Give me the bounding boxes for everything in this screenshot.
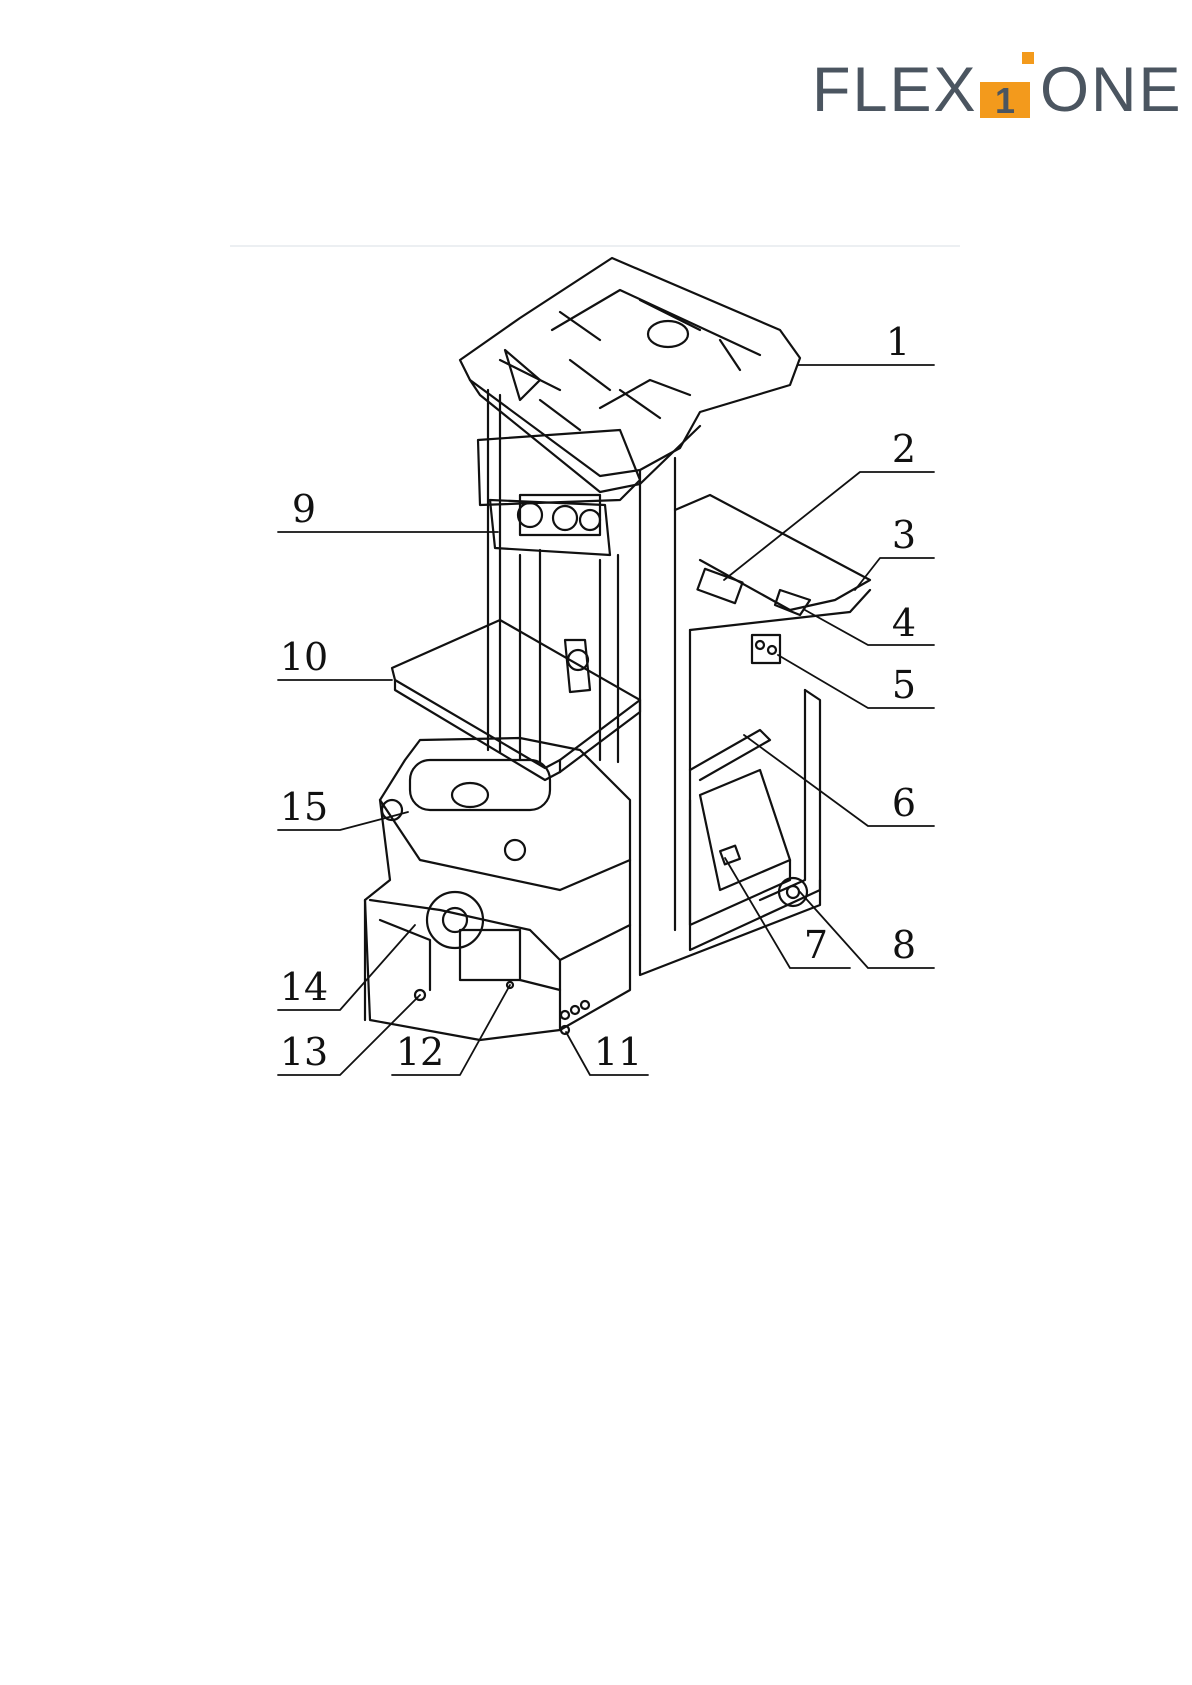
callout-10: 10 xyxy=(280,635,328,679)
callout-5: 5 xyxy=(892,663,916,707)
leader-lines xyxy=(278,365,934,1075)
callout-4: 4 xyxy=(892,601,916,645)
callout-3: 3 xyxy=(892,513,916,557)
callout-12: 12 xyxy=(396,1030,444,1074)
callout-8: 8 xyxy=(892,923,916,967)
callout-2: 2 xyxy=(892,427,916,471)
callout-1: 1 xyxy=(886,320,910,364)
callout-13: 13 xyxy=(280,1030,328,1074)
callout-14: 14 xyxy=(280,965,328,1009)
callout-7: 7 xyxy=(804,923,828,967)
chassis xyxy=(365,738,630,1040)
callout-9: 9 xyxy=(292,487,316,531)
callout-15: 15 xyxy=(280,785,328,829)
callout-11: 11 xyxy=(594,1030,642,1074)
callout-labels: 1 2 3 4 5 6 7 8 9 10 11 12 13 14 15 xyxy=(280,320,916,1074)
front-shelf xyxy=(392,620,640,780)
callout-6: 6 xyxy=(892,781,916,825)
